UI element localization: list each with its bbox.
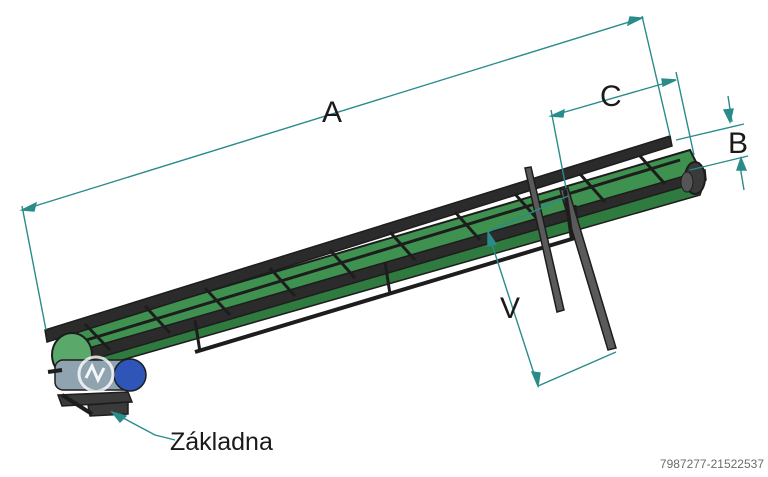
dimension-lines (19, 15, 749, 441)
dimension-label-c: C (600, 80, 622, 113)
dimension-label-b: B (728, 127, 748, 160)
image-id-label: 7987277-21522537 (659, 457, 764, 471)
drive-unit (47, 332, 147, 393)
dimension-label-a: A (322, 96, 342, 129)
base-frame (56, 391, 134, 417)
dimension-label-v: V (500, 292, 520, 325)
conveyor-frame (44, 135, 707, 365)
base-callout-label: Základna (170, 428, 273, 456)
support-legs (524, 166, 617, 351)
